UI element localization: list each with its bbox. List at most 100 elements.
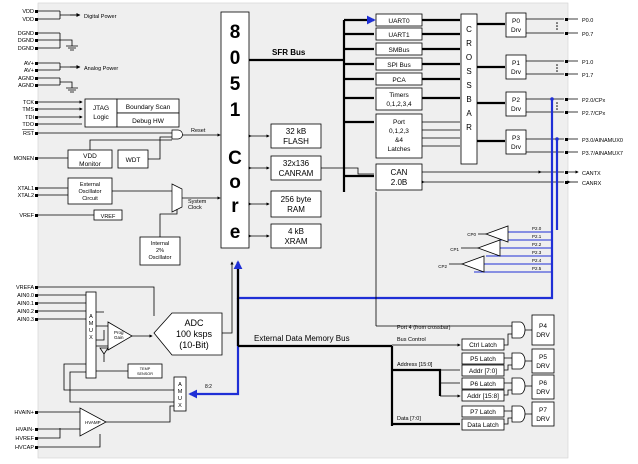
ram-block	[270, 190, 322, 218]
svg-text:5: 5	[230, 74, 241, 95]
svg-text:DRV: DRV	[536, 363, 550, 370]
amux-block	[85, 291, 97, 379]
svg-text:M: M	[89, 321, 94, 327]
pin-vdd-2: VDD	[22, 17, 34, 23]
svg-text:DRV: DRV	[536, 389, 550, 396]
svg-text:M: M	[178, 389, 183, 395]
pin-hvref: HVREF	[15, 436, 34, 442]
svg-text:P2.5: P2.5	[532, 266, 542, 271]
svg-text:System: System	[188, 199, 207, 205]
svg-text:o: o	[229, 172, 241, 193]
pin-tdi: TDI	[25, 115, 34, 121]
svg-text:U: U	[178, 396, 182, 402]
svg-text:Drv: Drv	[511, 69, 522, 76]
svg-text:C: C	[228, 148, 242, 169]
svg-text:P4: P4	[539, 323, 547, 330]
pin-tms: TMS	[22, 107, 34, 113]
data-label: Data [7:0]	[397, 416, 421, 422]
clock-mux	[171, 183, 183, 213]
p5-drv-block	[531, 348, 555, 374]
pin-p0-7: P0.7	[582, 32, 593, 38]
svg-text:Addr [7:0]: Addr [7:0]	[469, 368, 497, 375]
pin-hvcap: HVCAP	[15, 445, 34, 451]
pin-vdd-1: VDD	[22, 9, 34, 15]
pin-hvain-plus: HVAIN+	[14, 410, 34, 416]
svg-text:&4: &4	[395, 137, 403, 144]
svg-text:CP2: CP2	[438, 264, 447, 269]
internal-oscillator-block	[139, 236, 181, 266]
p6-drv-block	[531, 374, 555, 400]
svg-text:256 byte: 256 byte	[281, 195, 312, 204]
pin-dgnd-1: DGND	[18, 31, 34, 37]
svg-text:100 ksps: 100 ksps	[176, 329, 213, 339]
pin-p0-0: P0.0	[582, 18, 593, 24]
pin-p1-0: P1.0	[582, 60, 593, 66]
pin-p3-7: P3.7/AINAMUX7	[582, 151, 623, 157]
cp0-comparator	[484, 225, 509, 243]
sfr-bus-label: SFR Bus	[272, 48, 306, 57]
svg-text:e: e	[230, 222, 241, 243]
svg-text:A: A	[178, 382, 182, 388]
svg-text:P0: P0	[512, 18, 520, 25]
svg-text:P2.2: P2.2	[532, 242, 542, 247]
svg-text:C: C	[466, 25, 472, 34]
svg-text:X: X	[178, 403, 182, 409]
svg-text:P2.4: P2.4	[532, 258, 542, 263]
svg-text:B: B	[466, 95, 471, 104]
p5-latch-block	[461, 352, 505, 365]
svg-text:4 kB: 4 kB	[288, 227, 304, 236]
canram-block	[270, 155, 322, 181]
pin-dgnd-2: DGND	[18, 38, 34, 44]
svg-text:Drv: Drv	[511, 106, 522, 113]
svg-text:2%: 2%	[156, 248, 164, 254]
svg-text:P1: P1	[512, 60, 520, 67]
ext-bus-label: External Data Memory Bus	[254, 334, 350, 343]
svg-text:Drv: Drv	[511, 144, 522, 151]
analog-power-label: Analog Power	[84, 66, 118, 72]
svg-text:Boundary Scan: Boundary Scan	[126, 104, 171, 111]
svg-text:U: U	[89, 328, 93, 334]
lower-amux-block	[173, 376, 187, 412]
pin-vrefa: VREFA	[16, 285, 34, 291]
svg-text:A: A	[466, 109, 472, 118]
crossbar-block	[460, 13, 478, 165]
cp1-comparator	[476, 239, 501, 257]
svg-text:Port: Port	[393, 119, 405, 126]
svg-text:Oscillator: Oscillator	[79, 189, 102, 195]
pin-ain0-1: AIN0.1	[17, 301, 34, 307]
p6-latch-block	[461, 377, 505, 390]
vref-block	[93, 209, 123, 221]
addr-15-8-block	[461, 389, 505, 402]
ext-memory-section: External Data Memory Bus Port 4 (from cr…	[233, 192, 555, 431]
prog-gain-amp	[107, 321, 133, 351]
ctrl-latch-block	[461, 338, 505, 351]
svg-text:S: S	[466, 81, 471, 90]
ratio-label: 8:2	[205, 384, 212, 390]
svg-text:Oscillator: Oscillator	[149, 255, 172, 261]
svg-text:P2: P2	[512, 97, 520, 104]
svg-text:RAM: RAM	[287, 205, 305, 214]
svg-text:CP0: CP0	[467, 232, 476, 237]
svg-text:Data Latch: Data Latch	[467, 422, 499, 429]
svg-text:Ctrl Latch: Ctrl Latch	[469, 342, 497, 349]
svg-text:Addr [15:8]: Addr [15:8]	[467, 393, 499, 400]
svg-text:P7 Latch: P7 Latch	[470, 409, 496, 416]
pin-ain0-3: AIN0.3	[17, 317, 34, 323]
bus-control-label: Bus Control	[397, 337, 426, 343]
svg-text:WDT: WDT	[126, 157, 141, 164]
svg-text:Timers: Timers	[389, 92, 409, 99]
svg-text:X: X	[89, 335, 93, 341]
reset-label: Reset	[191, 128, 206, 134]
svg-text:r: r	[231, 196, 239, 217]
pin-agnd-1: AGND	[18, 76, 34, 82]
svg-text:P6: P6	[539, 380, 547, 387]
svg-text:P2.1: P2.1	[532, 234, 542, 239]
port4-label: Port 4 (from crossbar)	[397, 325, 451, 331]
svg-text:DRV: DRV	[536, 416, 550, 423]
addr-7-0-block	[461, 364, 505, 377]
pin-ain0-0: AIN0.0	[17, 293, 34, 299]
svg-text:P2.3: P2.3	[532, 250, 542, 255]
svg-text:8: 8	[230, 22, 241, 43]
svg-text:32 kB: 32 kB	[286, 127, 306, 136]
